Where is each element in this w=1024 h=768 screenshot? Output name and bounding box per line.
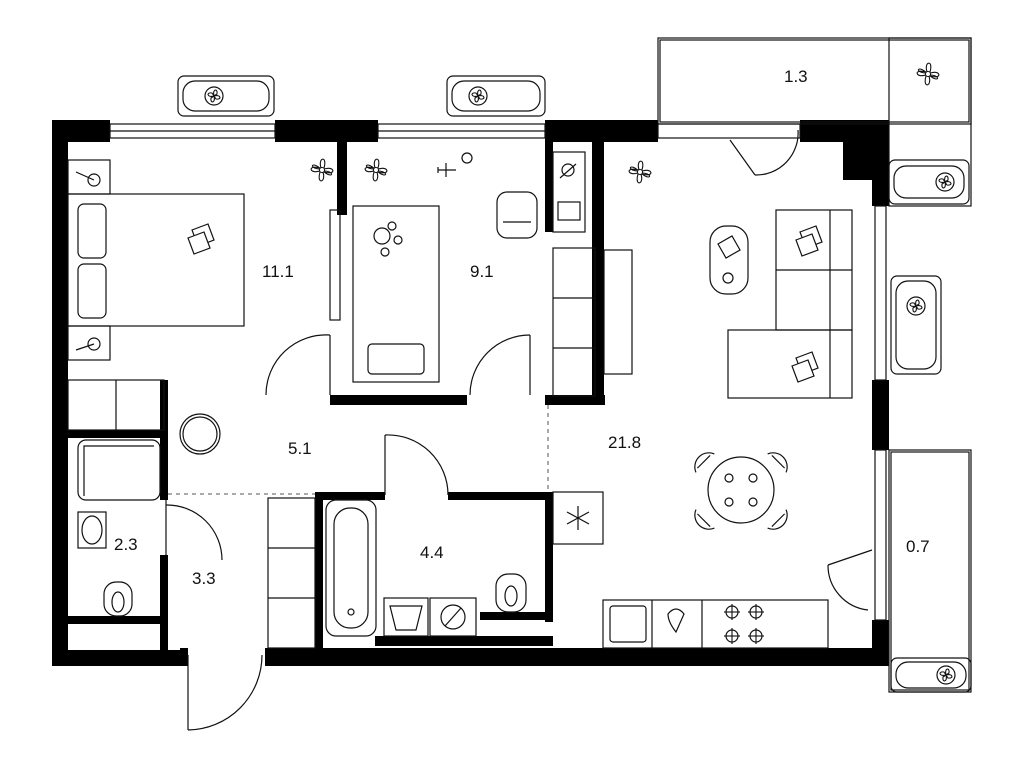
room-area-second-bedroom: 9.1 [470, 262, 494, 281]
room-area-balcony-top: 1.3 [784, 67, 808, 86]
stove-burner-icon [747, 603, 765, 621]
exterior-walls [52, 120, 889, 666]
room-area-balcony-right: 0.7 [906, 537, 930, 556]
room-area-entrance: 3.3 [192, 569, 216, 588]
zone-boundaries [168, 405, 549, 495]
stove-burner-icon [723, 603, 741, 621]
hallway-furniture [179, 413, 316, 649]
washing-machine-icon [429, 597, 477, 637]
bathroom [325, 499, 527, 637]
pillow-icon [795, 225, 823, 257]
area-labels: 11.1 9.1 21.8 1.3 5.1 2.3 3.3 4.4 0.7 [114, 67, 930, 588]
interior-walls [68, 140, 605, 666]
bedroom-furniture [67, 158, 341, 431]
kitchen [552, 491, 829, 649]
fan-icon [906, 296, 926, 316]
sink-icon [77, 511, 107, 549]
stove-burner-icon [723, 627, 741, 645]
snowflake-icon [566, 506, 590, 530]
toilet-icon [103, 581, 133, 617]
room-area-bedroom: 11.1 [262, 262, 294, 281]
plant-icon [310, 158, 334, 182]
fan-icon [204, 86, 224, 106]
bathtub-icon [325, 499, 377, 637]
fan-icon [935, 172, 955, 192]
living-furniture [628, 62, 940, 535]
room-area-hallway: 5.1 [288, 439, 312, 458]
fan-icon [468, 86, 488, 106]
toilet-icon [495, 573, 527, 613]
toilet-room [77, 439, 161, 617]
room-area-toilet: 2.3 [114, 535, 138, 554]
plant-icon [628, 160, 652, 184]
plant-icon [364, 158, 388, 182]
airplane-toy-icon [437, 152, 473, 177]
fan-units [177, 75, 972, 693]
second-bedroom-furniture [352, 151, 633, 397]
pillow-icon [791, 351, 819, 383]
sink-icon [383, 597, 429, 637]
plant-icon [916, 62, 940, 86]
room-area-bathroom: 4.4 [420, 543, 444, 562]
doors [165, 129, 873, 731]
fan-icon [936, 665, 956, 685]
balconies [657, 37, 972, 693]
pillow-icon [187, 223, 215, 255]
room-area-living-kitchen: 21.8 [608, 433, 641, 452]
stove-burner-icon [747, 627, 765, 645]
windows [109, 123, 887, 621]
